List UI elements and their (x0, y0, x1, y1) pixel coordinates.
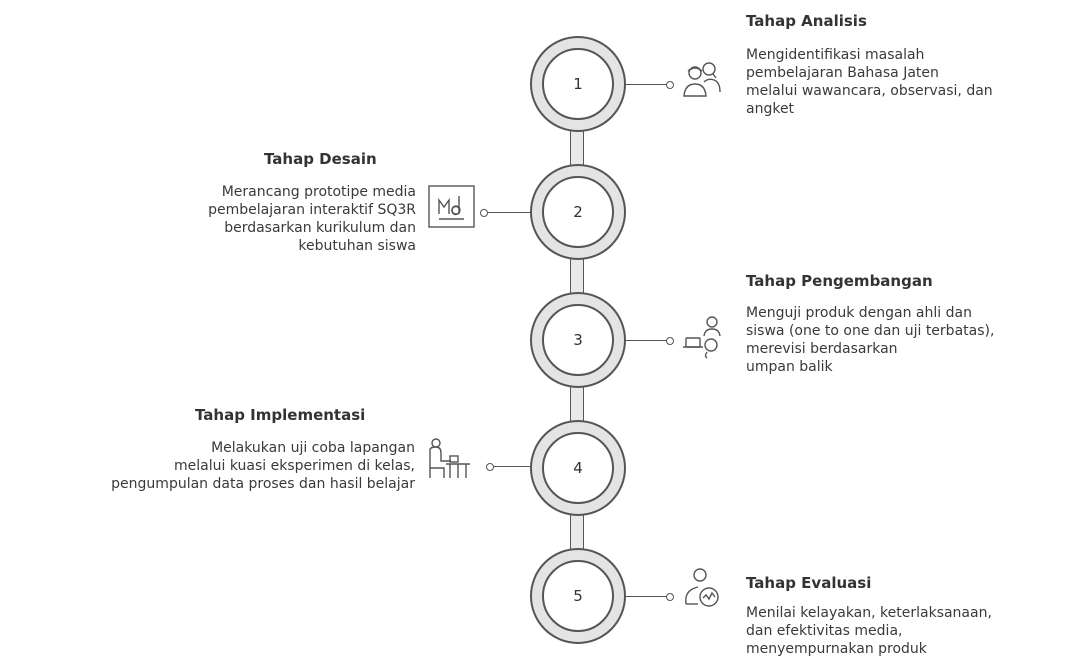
step-4-line-2: melalui kuasi eksperimen di kelas, (174, 458, 415, 474)
step-3-description: Menguji produk dengan ahli dan siswa (on… (746, 304, 994, 376)
step-5-leader (626, 592, 674, 601)
step-4-title: Tahap Implementasi (195, 406, 366, 424)
step-4-leader (486, 462, 530, 471)
step-2-leader (480, 208, 530, 217)
step-5-line-1: Menilai kelayakan, keterlaksanaan, (746, 605, 992, 621)
step-4-line-1: Melakukan uji coba lapangan (211, 440, 415, 456)
step-5-line-2: dan efektivitas media, (746, 623, 903, 639)
step-2-number: 2 (542, 176, 614, 248)
step-3-line-3: merevisi berdasarkan (746, 341, 898, 357)
step-4-number: 4 (542, 432, 614, 504)
step-4-line-3: pengumpulan data proses dan hasil belaja… (111, 476, 415, 492)
step-2-description: Merancang prototipe media pembelajaran i… (208, 183, 416, 255)
step-1-circle: 1 (530, 36, 626, 132)
step-3-circle: 3 (530, 292, 626, 388)
step-5-number: 5 (542, 560, 614, 632)
step-1-line-2: pembelajaran Bahasa Jaten (746, 65, 939, 81)
markdown-document-icon (428, 184, 476, 230)
student-desk-icon (424, 436, 472, 484)
step-4-circle: 4 (530, 420, 626, 516)
step-4-description: Melakukan uji coba lapangan melalui kuas… (111, 439, 415, 493)
step-5-line-3: menyempurnakan produk (746, 641, 927, 657)
step-5-title: Tahap Evaluasi (746, 574, 872, 592)
step-2-line-2: pembelajaran interaktif SQ3R (208, 202, 416, 218)
step-2-title: Tahap Desain (264, 150, 377, 168)
step-1-number: 1 (542, 48, 614, 120)
step-5-description: Menilai kelayakan, keterlaksanaan, dan e… (746, 604, 992, 658)
step-5-circle: 5 (530, 548, 626, 644)
step-3-title: Tahap Pengembangan (746, 272, 933, 290)
step-3-line-2: siswa (one to one dan uji terbatas), (746, 323, 995, 339)
step-1-line-1: Mengidentifikasi masalah (746, 47, 925, 63)
step-1-line-3: melalui wawancara, observasi, dan (746, 83, 993, 99)
step-3-number: 3 (542, 304, 614, 376)
step-3-leader (626, 336, 674, 345)
user-laptop-test-icon (680, 312, 724, 360)
step-3-line-4: umpan balik (746, 359, 833, 375)
user-analytics-icon (680, 566, 724, 614)
people-discussion-icon (680, 58, 724, 102)
step-1-line-4: angket (746, 101, 795, 117)
step-2-line-4: kebutuhan siswa (298, 238, 416, 254)
step-1-title: Tahap Analisis (746, 12, 867, 30)
step-2-circle: 2 (530, 164, 626, 260)
step-1-leader (626, 80, 674, 89)
step-3-line-1: Menguji produk dengan ahli dan (746, 305, 972, 321)
step-2-line-1: Merancang prototipe media (221, 184, 416, 200)
step-1-description: Mengidentifikasi masalah pembelajaran Ba… (746, 46, 993, 118)
step-2-line-3: berdasarkan kurikulum dan (224, 220, 416, 236)
